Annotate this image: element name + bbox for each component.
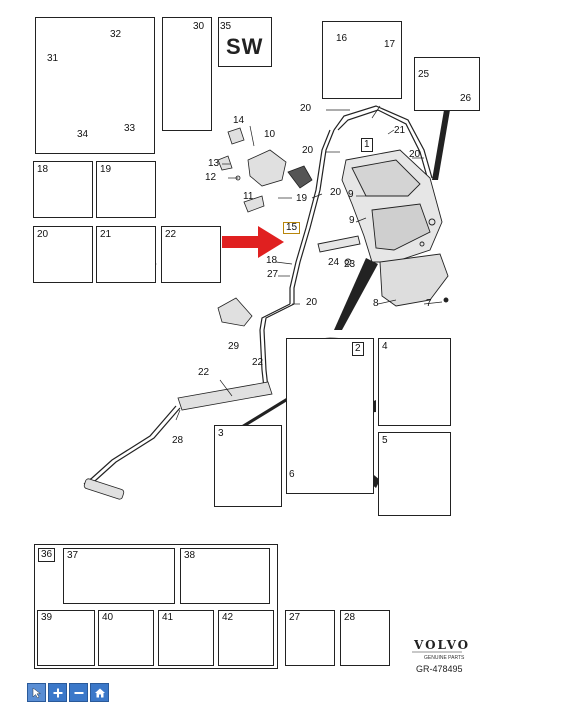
callout-40: 40 bbox=[102, 612, 114, 623]
viewer-toolbar bbox=[27, 683, 109, 702]
callout-32: 32 bbox=[110, 29, 122, 40]
callout-21b: 21 bbox=[394, 125, 406, 136]
box-part-3 bbox=[214, 425, 282, 507]
callout-13: 13 bbox=[208, 158, 220, 169]
callout-23: 23 bbox=[344, 259, 356, 270]
callout-19: 19 bbox=[100, 164, 112, 175]
callout-22c: 22 bbox=[198, 367, 210, 378]
box-part-20 bbox=[33, 226, 93, 283]
box-part-30 bbox=[162, 17, 212, 131]
callout-39: 39 bbox=[41, 612, 53, 623]
callout-33: 33 bbox=[124, 123, 136, 134]
callout-22b: 22 bbox=[252, 357, 264, 368]
callout-20d: 20 bbox=[330, 187, 342, 198]
callout-27b: 27 bbox=[289, 612, 301, 623]
clip-parts-drawing bbox=[217, 127, 313, 213]
callout-22: 22 bbox=[165, 229, 177, 240]
box-part-38 bbox=[180, 548, 270, 604]
callout-19b: 19 bbox=[296, 193, 308, 204]
callout-36: 36 bbox=[38, 548, 56, 562]
box-part-5 bbox=[378, 432, 451, 516]
callout-27: 27 bbox=[267, 269, 279, 280]
box-part-25-26 bbox=[414, 57, 480, 111]
callout-24: 24 bbox=[328, 257, 340, 268]
callout-9b: 9 bbox=[348, 189, 354, 200]
callout-16: 16 bbox=[336, 33, 348, 44]
box-part-42 bbox=[218, 610, 274, 666]
box-part-37 bbox=[63, 548, 175, 604]
box-part-27 bbox=[285, 610, 335, 666]
box-part-2 bbox=[286, 338, 374, 494]
box-part-39 bbox=[37, 610, 95, 666]
box-part-19 bbox=[96, 161, 156, 218]
callout-21: 21 bbox=[100, 229, 112, 240]
callout-20f: 20 bbox=[306, 297, 318, 308]
callout-29: 29 bbox=[228, 341, 240, 352]
callout-5: 5 bbox=[382, 435, 388, 446]
callout-41: 41 bbox=[162, 612, 174, 623]
box-part-35 bbox=[218, 17, 272, 67]
callout-14: 14 bbox=[233, 115, 245, 126]
box-part-40 bbox=[98, 610, 154, 666]
callout-35: 35 bbox=[220, 21, 232, 32]
leader-lines bbox=[175, 105, 443, 421]
box-part-16-17 bbox=[322, 21, 402, 99]
cursor-icon[interactable] bbox=[27, 683, 46, 702]
callout-34: 34 bbox=[77, 129, 89, 140]
callout-8: 8 bbox=[373, 298, 379, 309]
callout-26: 26 bbox=[460, 93, 472, 104]
callout-18b: 18 bbox=[266, 255, 278, 266]
callout-7: 7 bbox=[426, 298, 432, 309]
callout-20c: 20 bbox=[302, 145, 314, 156]
callout-3: 3 bbox=[218, 428, 224, 439]
cable-sleeve-drawing bbox=[83, 297, 273, 500]
box-part-22 bbox=[161, 226, 221, 283]
callout-38: 38 bbox=[184, 550, 196, 561]
sw-label: SW bbox=[226, 34, 264, 59]
callout-37: 37 bbox=[67, 550, 79, 561]
callout-12: 12 bbox=[205, 172, 217, 183]
box-part-21 bbox=[96, 226, 156, 283]
callout-18: 18 bbox=[37, 164, 49, 175]
callout-42: 42 bbox=[222, 612, 234, 623]
callout-20b: 20 bbox=[300, 103, 312, 114]
heater-unit-drawing bbox=[317, 149, 449, 307]
callout-1: 1 bbox=[361, 138, 373, 152]
box-part-18 bbox=[33, 161, 93, 218]
callout-15: 15 bbox=[283, 222, 301, 234]
red-arrow bbox=[222, 226, 284, 258]
callout-4: 4 bbox=[382, 341, 388, 352]
zoom-in-icon[interactable] bbox=[48, 683, 67, 702]
callout-25: 25 bbox=[418, 69, 430, 80]
volvo-brand-sub: GENUINE PARTS bbox=[424, 655, 465, 661]
box-bracket-group bbox=[35, 17, 155, 154]
callout-6: 6 bbox=[289, 469, 295, 480]
box-part-28 bbox=[340, 610, 390, 666]
box-part-41 bbox=[158, 610, 214, 666]
callout-30: 30 bbox=[193, 21, 205, 32]
callout-20: 20 bbox=[37, 229, 49, 240]
callout-17: 17 bbox=[384, 39, 396, 50]
zoom-out-icon[interactable] bbox=[69, 683, 88, 702]
callout-28b: 28 bbox=[344, 612, 356, 623]
callout-11: 11 bbox=[243, 191, 254, 202]
box-part-4 bbox=[378, 338, 451, 426]
callout-28: 28 bbox=[172, 435, 184, 446]
callout-31: 31 bbox=[47, 53, 59, 64]
callout-10: 10 bbox=[264, 129, 276, 140]
volvo-brand: VOLVO bbox=[414, 638, 471, 652]
callout-2: 2 bbox=[352, 342, 364, 356]
home-icon[interactable] bbox=[90, 683, 109, 702]
callout-20e: 20 bbox=[409, 149, 421, 160]
callout-9a: 9 bbox=[349, 215, 355, 226]
diagram-ref: GR-478495 bbox=[416, 664, 463, 674]
